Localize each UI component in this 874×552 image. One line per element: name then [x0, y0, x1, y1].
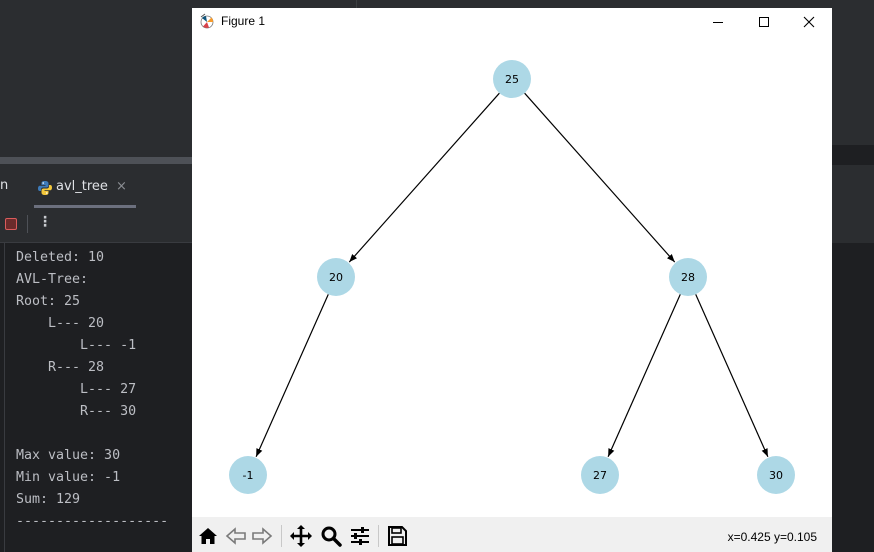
stop-icon[interactable]: [5, 218, 17, 230]
console-output: Deleted: 10 AVL-Tree: Root: 25 L--- 20 L…: [0, 243, 192, 552]
configure-subplots-icon: [351, 527, 369, 545]
home-icon: [199, 528, 217, 544]
pan-button[interactable]: [288, 523, 314, 549]
tree-node-30: [757, 456, 795, 494]
right-panel: [832, 0, 874, 552]
tree-node-label-20: 20: [329, 271, 343, 284]
configure-subplots-button[interactable]: [347, 523, 373, 549]
maximize-icon: [759, 17, 769, 27]
tab-previous[interactable]: n: [0, 178, 9, 193]
tree-node-label--1: -1: [243, 469, 254, 482]
tree-edge-25-20: [348, 92, 500, 263]
close-button[interactable]: [786, 8, 832, 36]
tab-active-indicator: [34, 205, 136, 208]
minimize-button[interactable]: [695, 8, 741, 36]
matplotlib-icon: [200, 13, 214, 29]
zoom-button[interactable]: [318, 523, 344, 549]
forward-icon: [252, 527, 273, 545]
figure-canvas[interactable]: 25 20 28 -1 27 30: [192, 36, 832, 517]
toolbar-divider: [378, 525, 379, 547]
horizontal-scrollbar[interactable]: [0, 157, 192, 164]
figure-title: Figure 1: [221, 14, 266, 28]
figure-titlebar[interactable]: Figure 1: [192, 8, 832, 36]
tree-node-28: [669, 258, 707, 296]
tree-node-label-25: 25: [505, 73, 519, 86]
figure-window: Figure 1 25 20 28 -1 27 30: [192, 8, 832, 552]
console-text: Deleted: 10 AVL-Tree: Root: 25 L--- 20 L…: [16, 250, 169, 529]
back-icon: [225, 527, 246, 545]
tab-label: avl_tree: [56, 179, 108, 194]
tree-node-label-28: 28: [681, 271, 695, 284]
figure-toolbar: x=0.425 y=0.105: [192, 517, 832, 552]
toolbar-divider: [27, 215, 28, 233]
tree-edge-25-28: [524, 92, 676, 263]
tab-close-icon[interactable]: ×: [116, 179, 127, 194]
forward-button[interactable]: [249, 523, 275, 549]
editor-divider: [356, 0, 357, 12]
tree-node-25: [493, 60, 531, 98]
tree-node--1: [229, 456, 267, 494]
tree-node-27: [581, 456, 619, 494]
back-button[interactable]: [223, 523, 249, 549]
save-icon: [388, 526, 407, 546]
tree-diagram: 25 20 28 -1 27 30: [229, 60, 795, 494]
tree-node-label-27: 27: [593, 469, 607, 482]
cursor-coordinates: x=0.425 y=0.105: [727, 530, 817, 544]
maximize-button[interactable]: [741, 8, 787, 36]
tree-node-20: [317, 258, 355, 296]
tab-avl-tree[interactable]: avl_tree ×: [34, 172, 136, 208]
toolbar-divider: [281, 525, 282, 547]
close-icon: [803, 16, 815, 28]
tree-edge-20--1: [255, 294, 329, 457]
tree-node-label-30: 30: [769, 469, 783, 482]
console-gutter: [4, 243, 5, 552]
minimize-icon: [713, 22, 723, 23]
tree-edge-28-27: [607, 294, 681, 457]
more-options-icon[interactable]: ⋮: [38, 214, 52, 230]
home-button[interactable]: [195, 523, 221, 549]
tree-edge-28-30: [695, 294, 769, 457]
zoom-icon: [321, 526, 342, 547]
save-button[interactable]: [384, 523, 410, 549]
python-icon: [38, 181, 52, 195]
pan-icon: [290, 525, 312, 547]
